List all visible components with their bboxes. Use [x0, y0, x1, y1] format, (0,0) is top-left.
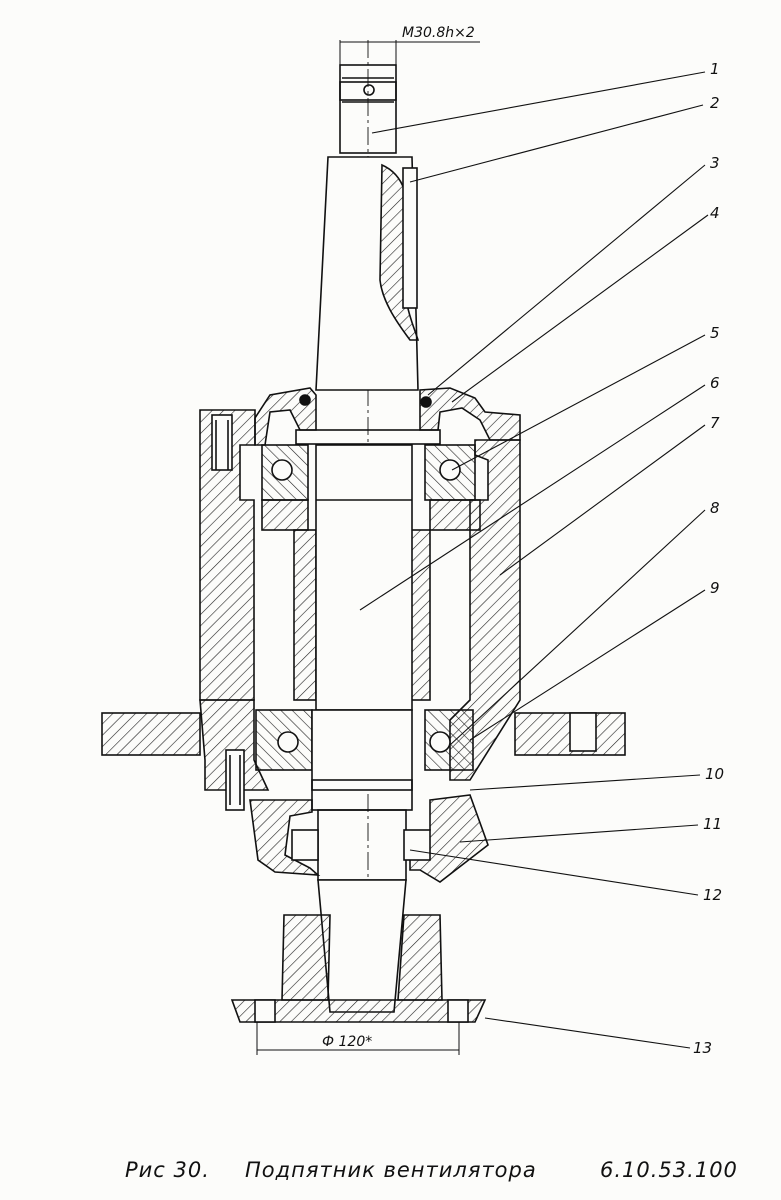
callout-9: 9	[710, 579, 720, 597]
caption-figure: Рис 30.	[125, 1158, 210, 1182]
callout-3: 3	[710, 154, 720, 172]
caption-code: 6.10.53.100	[600, 1158, 738, 1182]
tapered-shaft	[315, 156, 420, 391]
callout-5: 5	[710, 324, 720, 342]
bottom-cover	[249, 794, 489, 883]
callout-13: 13	[693, 1039, 712, 1057]
leader-lines	[359, 71, 709, 1049]
callout-8: 8	[710, 499, 720, 517]
figure-caption: Рис 30. Подпятник вентилятора 6.10.53.10…	[125, 1158, 738, 1182]
caption-title: Подпятник вентилятора	[245, 1158, 537, 1182]
callout-12: 12	[703, 886, 722, 904]
base-hub	[230, 879, 487, 1023]
housing	[101, 409, 626, 811]
callout-2: 2	[710, 94, 720, 112]
top-cover	[254, 387, 521, 446]
callout-6: 6	[710, 374, 720, 392]
callout-7: 7	[710, 414, 720, 432]
diameter-dimension: Ф 120*	[322, 1034, 372, 1050]
callout-4: 4	[710, 204, 720, 222]
thread-dimension: M30.8h×2	[402, 25, 475, 41]
dimension-lines	[256, 40, 480, 1055]
lower-bearings	[255, 709, 474, 771]
spacer-sleeve	[293, 444, 431, 711]
callout-labels: 1 2 3 4 5 6 7 8 9 10 11 12 13	[693, 60, 724, 1057]
lower-shaft	[311, 709, 413, 881]
upper-bearings	[261, 444, 481, 531]
callout-1: 1	[710, 60, 720, 78]
shaft-top-thread	[339, 64, 397, 154]
callout-11: 11	[703, 815, 722, 833]
callout-10: 10	[705, 765, 724, 783]
